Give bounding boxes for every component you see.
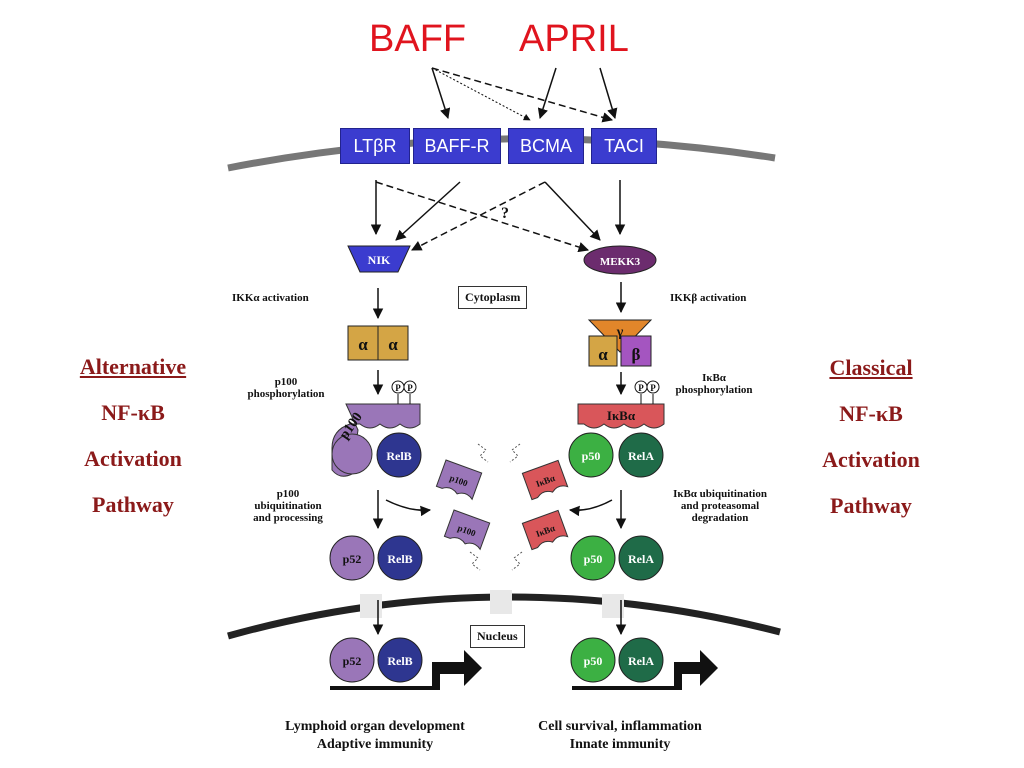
- bcma-to-mekk3-arrow: [544, 181, 601, 241]
- nuclear-pore: [602, 594, 624, 618]
- svg-text:p50: p50: [584, 552, 603, 566]
- svg-text:P: P: [638, 383, 644, 393]
- relb-subunit: [377, 535, 423, 581]
- ltbr-to-mekk3-arrow: [375, 181, 589, 253]
- rela-label: RelA: [628, 449, 654, 463]
- dna-promoter-right: [572, 650, 718, 690]
- ikba-label: IκBα: [607, 408, 636, 423]
- cytoplasm-label: Cytoplasm: [458, 286, 528, 309]
- relb-nuclear: [377, 637, 423, 683]
- rela-nuclear: [618, 637, 664, 683]
- ikka-activation-label: IKKα activation: [232, 292, 309, 304]
- relb-label: RelB: [386, 449, 411, 463]
- nuclear-pore: [490, 590, 512, 614]
- ikba-inhibitor: [577, 403, 665, 429]
- ubiquitin-chain: [469, 443, 523, 571]
- ikk-beta-subunit: [620, 335, 652, 367]
- nik-kinase: [347, 245, 411, 273]
- ikk-gamma-label: γ: [616, 325, 624, 340]
- svg-text:RelB: RelB: [387, 552, 412, 566]
- p50-label: p50: [582, 449, 601, 463]
- rela-subunit: [618, 535, 664, 581]
- ikba-fragment: IκBα: [521, 509, 569, 551]
- left-release-curve: [385, 499, 432, 517]
- baffr-to-nik-arrow: [395, 181, 461, 241]
- taci-receptor: TACI: [591, 128, 657, 164]
- ikkb-activation-label: IKKβ activation: [670, 292, 747, 304]
- svg-text:RelB: RelB: [387, 654, 412, 668]
- nuclear-pore: [360, 594, 382, 618]
- ikka-subunit: [347, 325, 379, 361]
- april-ligand: APRIL: [519, 18, 629, 60]
- svg-text:p52: p52: [343, 654, 362, 668]
- phospho-group-right: P P: [634, 380, 660, 404]
- unknown-mark: ?: [501, 205, 509, 222]
- ikk-alpha-subunit: [588, 335, 618, 367]
- p52-subunit: [329, 535, 375, 581]
- baff-to-bcma-arrow: [431, 67, 531, 121]
- cell-membrane: [227, 135, 776, 172]
- svg-text:P: P: [395, 383, 401, 393]
- bcma-to-nik-arrow: [411, 181, 546, 251]
- phospho-group-left: P P: [391, 380, 417, 404]
- p50-nuclear: [570, 637, 616, 683]
- mekk3-label: MEKK3: [600, 256, 641, 268]
- ikba-fragment: IκBα: [521, 459, 569, 501]
- p50-subunit: [570, 535, 616, 581]
- svg-text:RelA: RelA: [628, 654, 654, 668]
- right-release-curve: [568, 499, 613, 517]
- ikk-alpha-label: α: [598, 345, 608, 364]
- april-to-taci-arrow: [599, 67, 618, 120]
- rela-subunit: [618, 432, 664, 478]
- ikka-subunit: [377, 325, 409, 361]
- svg-text:RelA: RelA: [628, 552, 654, 566]
- ikka-label-1: α: [358, 335, 368, 354]
- relb-subunit: [376, 432, 422, 478]
- nik-label: NIK: [368, 253, 391, 267]
- svg-text:P: P: [650, 383, 656, 393]
- svg-text:p52: p52: [343, 552, 362, 566]
- baff-to-baffr-arrow: [431, 67, 451, 120]
- p100-body: [331, 433, 373, 475]
- classical-pathway-title: Classical NF-κB Activation Pathway: [822, 355, 920, 518]
- p100-fragment: p100: [435, 459, 483, 501]
- bcma-receptor: BCMA: [508, 128, 584, 164]
- p100-fragment: p100: [443, 509, 491, 551]
- alternative-pathway-title: Alternative NF-κB Activation Pathway: [79, 354, 187, 517]
- mekk3-kinase: [583, 245, 657, 275]
- april-to-bcma-arrow: [537, 67, 557, 120]
- baff-to-taci-arrow: [431, 67, 614, 123]
- p50-subunit: [568, 432, 614, 478]
- svg-text:P: P: [407, 383, 413, 393]
- p52-nuclear: [329, 637, 375, 683]
- ikk-beta-label: β: [632, 345, 641, 364]
- baff-ligand: BAFF: [369, 18, 467, 60]
- dna-promoter-left: [330, 650, 482, 690]
- baffr-receptor: BAFF-R: [413, 128, 501, 164]
- ikka-label-2: α: [388, 335, 398, 354]
- ltbr-receptor: LTβR: [340, 128, 410, 164]
- svg-text:p50: p50: [584, 654, 603, 668]
- nucleus-label: Nucleus: [470, 625, 525, 648]
